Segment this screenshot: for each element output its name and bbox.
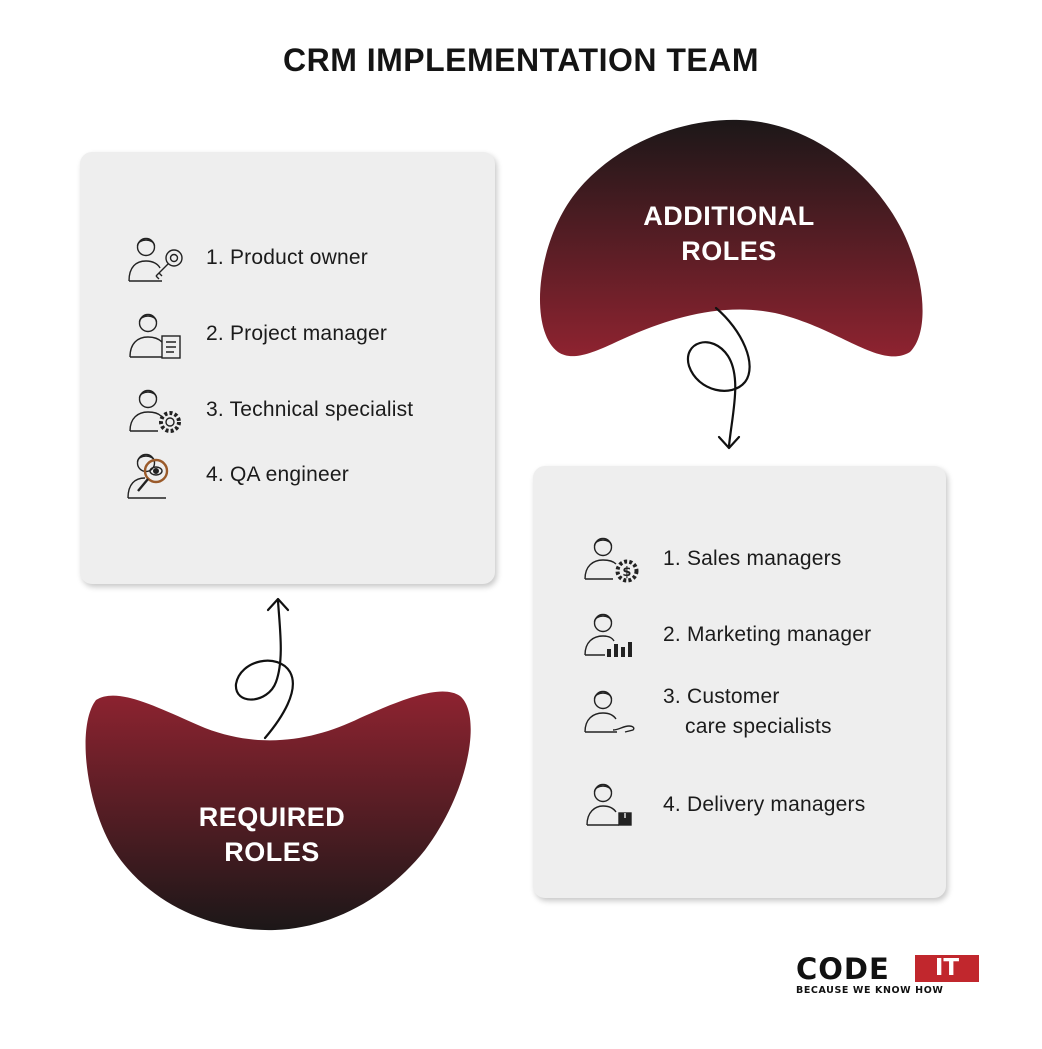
role-label: 3. Technical specialist (206, 398, 414, 421)
role-label: 1. Sales managers (663, 547, 842, 570)
role-label: 2. Marketing manager (663, 623, 872, 646)
code-it-logo: CODE IT BECAUSE WE KNOW HOW (796, 954, 982, 1000)
additional-heading-line2: ROLES (681, 236, 777, 266)
arrowhead-up-icon (266, 597, 290, 612)
role-label-line1: 3. Customer (663, 685, 780, 708)
role-label: 2. Project manager (206, 322, 388, 345)
role-item-sales-managers: $ 1. Sales managers (583, 533, 842, 585)
connector-additional-arrow (686, 306, 751, 448)
role-label-line2: care specialists (685, 715, 832, 738)
role-item-qa-engineer: 4. QA engineer (126, 449, 349, 501)
additional-roles-heading: ADDITIONAL ROLES (590, 199, 868, 269)
person-bar-chart-icon (583, 609, 645, 661)
person-dollar-gear-icon: $ (583, 533, 645, 585)
role-item-marketing-manager: 2. Marketing manager (583, 609, 871, 661)
logo-badge: IT (915, 955, 979, 982)
role-item-product-owner: 1. Product owner (126, 232, 368, 284)
additional-roles-blob (539, 119, 923, 357)
person-gear-icon (126, 384, 188, 436)
role-label: 3. Customer care specialists (663, 682, 832, 742)
required-heading-line2: ROLES (224, 837, 320, 867)
person-hand-icon (583, 686, 645, 738)
arrowhead-down-icon (717, 435, 741, 450)
required-roles-heading: REQUIRED ROLES (133, 800, 411, 870)
required-heading-line1: REQUIRED (198, 802, 346, 832)
additional-heading-line1: ADDITIONAL (643, 201, 815, 231)
role-item-customer-care: 3. Customer care specialists (583, 682, 832, 742)
role-label: 1. Product owner (206, 246, 368, 269)
role-item-project-manager: 2. Project manager (126, 308, 387, 360)
additional-roles-card: $ 1. Sales managers 2. Marketing manager (533, 466, 946, 898)
connector-required-arrow (234, 599, 294, 740)
role-label: 4. QA engineer (206, 463, 349, 486)
role-label: 4. Delivery managers (663, 793, 866, 816)
svg-text:$: $ (622, 565, 631, 580)
person-document-icon (126, 308, 188, 360)
person-magnifier-icon (126, 449, 188, 501)
person-key-icon (126, 232, 188, 284)
required-roles-card: 1. Product owner 2. Project manager 3. T… (80, 152, 495, 584)
page-title: CRM IMPLEMENTATION TEAM (282, 42, 760, 78)
required-roles-blob (85, 691, 471, 931)
person-package-icon (583, 779, 645, 831)
logo-word: CODE (796, 952, 890, 986)
role-item-technical-specialist: 3. Technical specialist (126, 384, 413, 436)
logo-tagline: BECAUSE WE KNOW HOW (796, 985, 944, 996)
role-item-delivery-managers: 4. Delivery managers (583, 779, 865, 831)
